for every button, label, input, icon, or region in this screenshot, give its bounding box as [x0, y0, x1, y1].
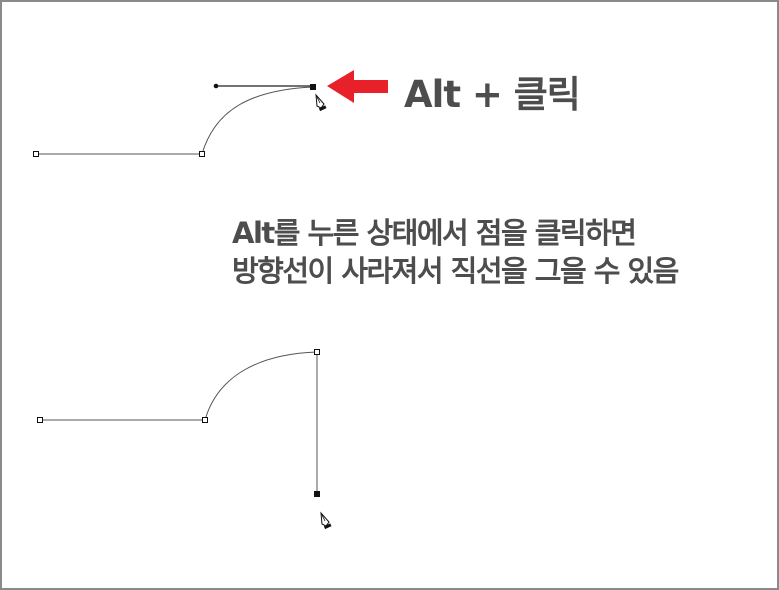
shortcut-label: Alt + 클릭 [404, 73, 581, 116]
selected-anchor-icon [310, 84, 316, 90]
description-line-2: 방향선이 사라져서 직선을 그을 수 있음 [232, 254, 679, 288]
anchor-point-icon [202, 417, 208, 423]
curve-segment [201, 86, 314, 155]
arrow-left-icon [327, 70, 388, 103]
description-text: Alt를 누른 상태에서 점을 클릭하면 방향선이 사라져서 직선을 그을 수 … [232, 214, 679, 290]
anchor-point-icon [37, 417, 43, 423]
selected-anchor-icon [314, 491, 320, 497]
direction-handle-icon [213, 83, 219, 89]
anchor-point-icon [199, 151, 205, 157]
pen-tool-icon [315, 93, 327, 112]
curve-segment [204, 351, 318, 421]
anchor-point-icon [314, 349, 320, 355]
anchor-point-icon [33, 151, 39, 157]
pen-tool-icon [320, 511, 332, 530]
description-line-1: Alt를 누른 상태에서 점을 클릭하면 [232, 216, 637, 250]
figure-after [37, 349, 332, 530]
figure-before [33, 70, 388, 157]
